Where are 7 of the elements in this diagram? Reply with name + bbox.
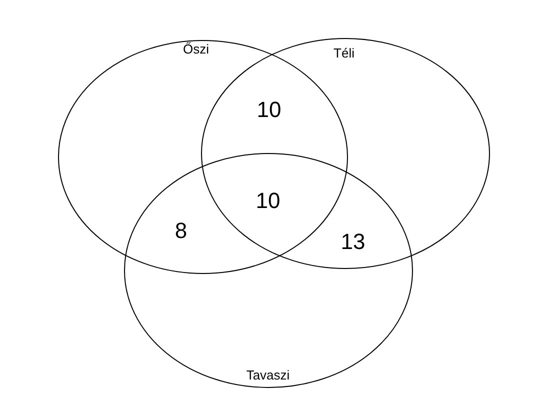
region-count: 10 bbox=[256, 190, 280, 212]
region-count: 10 bbox=[256, 99, 282, 121]
region-count: 8 bbox=[174, 220, 188, 242]
set-label: Tavaszi bbox=[246, 368, 290, 382]
set-label: Téli bbox=[334, 46, 354, 60]
set-label: Őszi bbox=[183, 42, 209, 56]
region-count: 13 bbox=[340, 231, 366, 253]
